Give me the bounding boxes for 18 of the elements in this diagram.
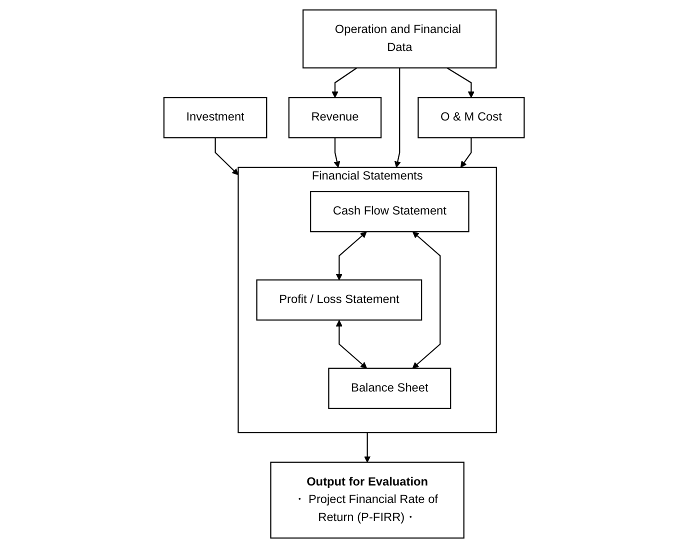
arrow xyxy=(336,320,367,368)
node-box: Investment xyxy=(163,96,268,138)
node-box: Output for Evaluation ・ Project Financial Rate of Return (P-FIRR)・ xyxy=(270,461,464,538)
arrow xyxy=(412,231,441,368)
arrow xyxy=(364,432,371,462)
node-box: Revenue xyxy=(288,96,382,138)
node-box: Profit / Loss Statement xyxy=(256,278,422,320)
arrow xyxy=(460,137,472,168)
arrow xyxy=(446,66,474,98)
arrow xyxy=(336,231,367,280)
arrow xyxy=(394,67,401,168)
arrow xyxy=(334,137,340,168)
arrow xyxy=(214,137,238,175)
node-box: Cash Flow Statement xyxy=(310,190,470,232)
node-box: Balance Sheet xyxy=(328,367,452,408)
node-box: Operation and Financial Data xyxy=(302,8,497,68)
arrow xyxy=(332,66,358,98)
node-box: O & M Cost xyxy=(418,96,525,138)
